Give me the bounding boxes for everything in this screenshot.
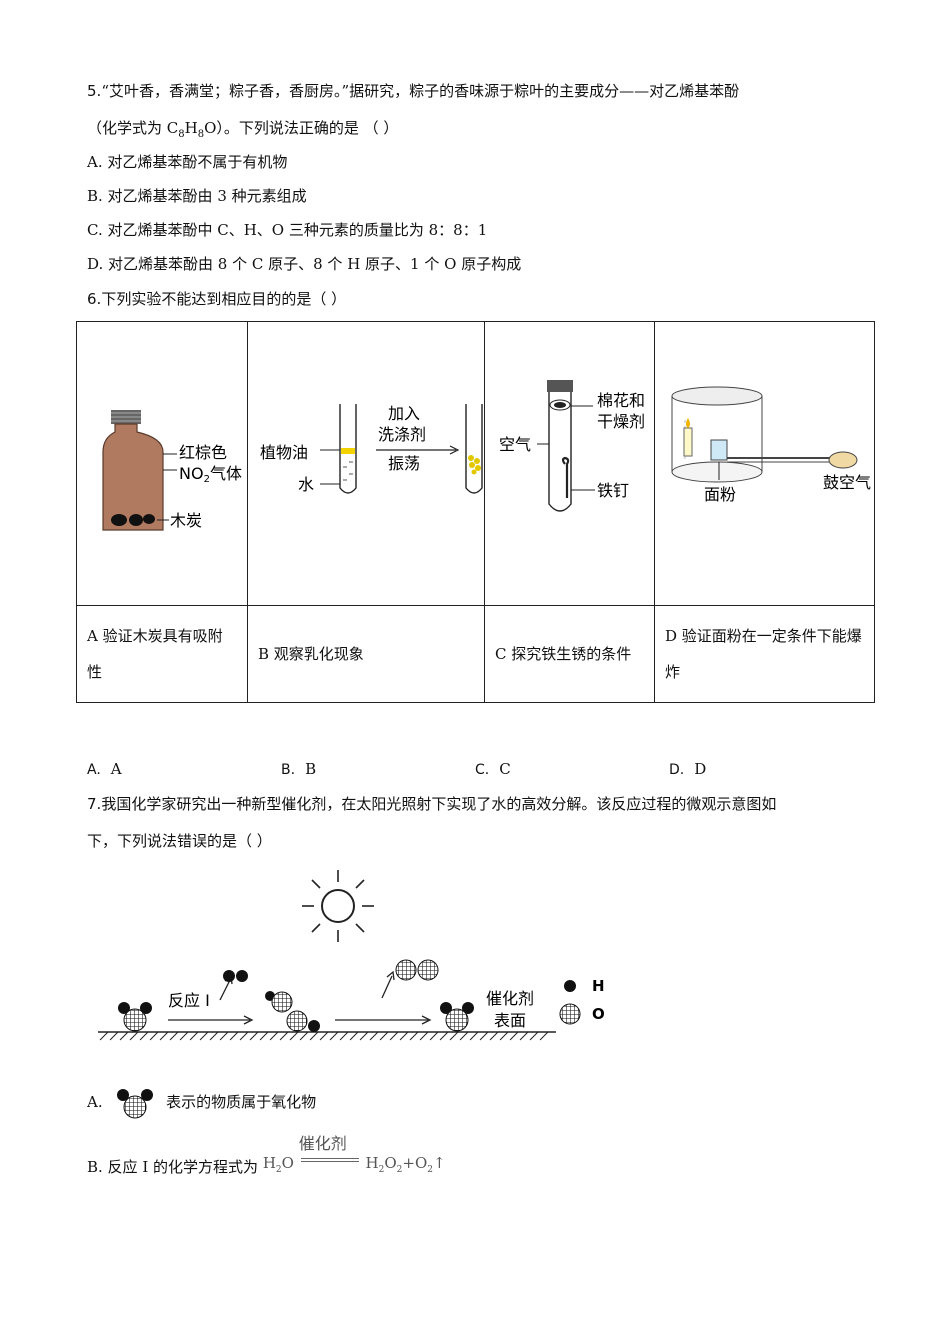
q5-option-b[interactable]: B. 对乙烯基苯酚由 3 种元素组成	[87, 187, 307, 205]
label-flour: 面粉	[704, 485, 736, 504]
caption-b: B 观察乳化现象	[247, 605, 485, 703]
hydrogen-molecule	[223, 970, 248, 982]
svg-text:洗涤剂: 洗涤剂	[378, 425, 426, 444]
q5-option-d[interactable]: D. 对乙烯基苯酚由 8 个 C 原子、8 个 H 原子、1 个 O 原子构成	[87, 255, 522, 273]
water-molecule-icon	[117, 1089, 154, 1119]
label-blow-air: 鼓空气	[823, 473, 871, 492]
q5-stem-line2: （化学式为 C8H8O）。下列说法正确的是 （ ）	[87, 119, 399, 140]
caption-a: A 验证木炭具有吸附性	[76, 605, 248, 703]
q6-stem: 6.下列实验不能达到相应目的的是（ ）	[87, 290, 347, 308]
q6-choice-d[interactable]: D.D	[669, 760, 707, 778]
bottle-figure: 红棕色 NO2气体 木炭	[102, 410, 242, 531]
legend-o-icon	[559, 1003, 581, 1025]
equation-condition: 催化剂	[299, 1130, 361, 1170]
water-molecule	[440, 1002, 474, 1032]
flour-explosion-figure: 面粉 鼓空气	[671, 386, 871, 504]
sun-icon	[302, 870, 374, 942]
q7-option-b[interactable]: B. 反应 I 的化学方程式为 H2O 催化剂 H2O2+O2↑	[87, 1130, 446, 1176]
caption-d: D 验证面粉在一定条件下能爆炸	[654, 605, 875, 703]
svg-text:O: O	[592, 1005, 605, 1023]
q6-number: 6.	[87, 290, 102, 308]
figure-cell-c: 棉花和 干燥剂 空气 铁钉	[484, 321, 655, 606]
figure-cell-b: 植物油 水 加入 洗涤剂 振荡	[247, 321, 485, 606]
q5-option-c[interactable]: C. 对乙烯基苯酚中 C、H、O 三种元素的质量比为 8：8：1	[87, 221, 488, 239]
legend: H O	[559, 977, 605, 1025]
q6-choice-b[interactable]: B.B	[281, 760, 317, 778]
water-splitting-diagram: 反应 I 催化剂 表面 H O	[98, 870, 605, 1041]
label-charcoal: 木炭	[170, 511, 202, 530]
q7-option-a[interactable]: A. 表示的物质属于氧化物	[87, 1086, 316, 1120]
caption-c: C 探究铁生锈的条件	[484, 605, 655, 703]
legend-h-icon	[564, 980, 576, 992]
svg-text:加入: 加入	[388, 404, 420, 423]
q5-option-a[interactable]: A. 对乙烯基苯酚不属于有机物	[87, 153, 288, 171]
label-vegetable-oil: 植物油	[260, 443, 308, 462]
emulsion-figure: 植物油 水 加入 洗涤剂 振荡	[260, 404, 483, 494]
equation-right: H2O2+O2↑	[365, 1154, 446, 1175]
label-water: 水	[298, 475, 314, 494]
q5-number: 5.	[87, 82, 102, 100]
water-molecule	[118, 1002, 152, 1032]
svg-text:干燥剂: 干燥剂	[597, 412, 645, 431]
label-air: 空气	[499, 435, 531, 454]
rust-figure: 棉花和 干燥剂 空气 铁钉	[499, 380, 645, 512]
svg-text:棉花和: 棉花和	[597, 391, 645, 410]
oxygen-molecule	[395, 959, 439, 981]
equation-left: H2O	[262, 1154, 294, 1175]
svg-text:H: H	[592, 977, 605, 995]
svg-text:振荡: 振荡	[388, 454, 420, 473]
label-red-brown: 红棕色	[179, 443, 227, 462]
catalyst-surface	[98, 1031, 556, 1041]
hydrogen-peroxide-molecule	[265, 991, 320, 1032]
q7-number: 7.	[87, 795, 102, 813]
label-reaction-1: 反应 I	[168, 991, 210, 1010]
q5-stem-line1: 5.“艾叶香，香满堂；粽子香，香厨房。”据研究，粽子的香味源于粽叶的主要成分——…	[87, 82, 740, 100]
svg-text:表面: 表面	[494, 1011, 526, 1030]
svg-text:催化剂: 催化剂	[486, 989, 534, 1008]
label-iron-nail: 铁钉	[597, 481, 629, 500]
q7-stem-line1: 7.我国化学家研究出一种新型催化剂，在太阳光照射下实现了水的高效分解。该反应过程…	[87, 795, 777, 813]
q6-choice-c[interactable]: C.C	[475, 760, 511, 778]
experiment-table: 红棕色 NO2气体 木炭 植物油 水 加入 洗涤剂	[76, 321, 875, 703]
q7-stem-line2: 下，下列说法错误的是（ ）	[87, 832, 272, 850]
q6-choice-a[interactable]: A.A	[87, 760, 122, 778]
figure-cell-a: 红棕色 NO2气体 木炭	[76, 321, 248, 606]
svg-text:NO2气体: NO2气体	[179, 464, 242, 485]
figure-cell-d: 面粉 鼓空气	[654, 321, 875, 606]
